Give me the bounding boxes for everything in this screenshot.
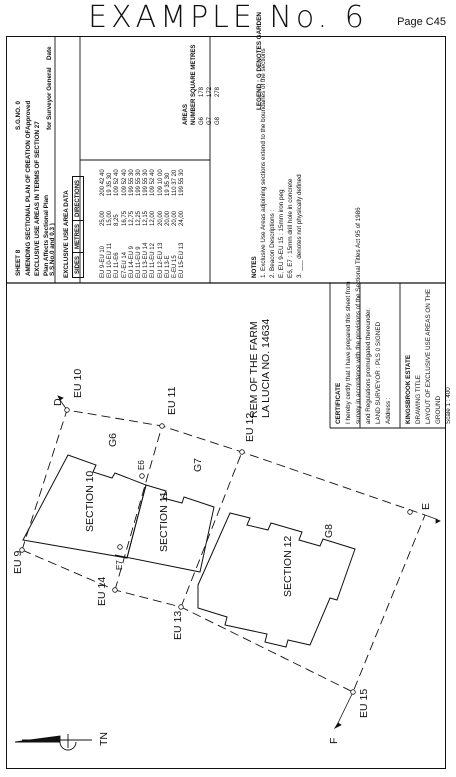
table-row: EU 11-E68,25109 52 40 (114, 169, 121, 278)
table-row: G8278 (215, 86, 221, 125)
table-row: EU 13-E20,0019 35 30 (164, 172, 171, 278)
point-label: F (328, 737, 340, 744)
table-row: EU 9-EU 1025,00200 42 40 (100, 169, 106, 278)
garden-label: G6 (107, 432, 119, 447)
eua-table: SIDES METRES DIRECTIONS (72, 176, 84, 278)
beacon-label: EU 9 (12, 550, 24, 574)
point-label: E (420, 502, 432, 510)
note-line: 1. Exclusive Use Areas adjoining section… (260, 48, 267, 278)
table-row: E-EU 1520,00110 37 20 (172, 169, 179, 278)
table-row: E7-EU 1416,75109 52 40 (121, 169, 128, 278)
table-row: EU 12-EU 1320,00109 10 00 (157, 169, 164, 278)
beacon-label: EU 15 (358, 688, 370, 718)
address-line: Address : (385, 397, 392, 424)
sg-number: S.G.NO. 0 (15, 100, 22, 130)
for-surveyor-general: for Surveyor General (46, 67, 53, 130)
farm-name-line1: REM OF THE FARM (248, 321, 260, 418)
certificate-line: survey in accordance with the provisions… (355, 207, 362, 424)
surveyor-line: LAND SURVEYOR : PLS 0 SIGNED (375, 321, 382, 424)
drawing-title-line: LAYOUT OF EXCLUSIVE USE AREAS ON THE (425, 288, 432, 424)
garden-label: G7 (192, 457, 204, 472)
table-row: EU 11-EU 912,25199 55 30 (136, 169, 143, 278)
table-row: G7172 (207, 86, 213, 125)
beacon-label: EU 10 (72, 368, 84, 398)
beacon-label: E7 (115, 560, 124, 570)
eua-rows: EU 9-EU 1025,00200 42 40 EU 10-EU 1115,0… (100, 169, 186, 278)
date-label: Date (46, 46, 53, 60)
notes-block: NOTES 1. Exclusive Use Areas adjoining s… (250, 48, 304, 278)
certificate-line: and Regulations promulgated thereunder. (365, 308, 372, 424)
point-label: D (52, 398, 64, 406)
table-row: EU 13-EU 1412,15199 55 30 (143, 169, 150, 278)
section-label: SECTION 10 (84, 470, 96, 532)
note-line: E, EU 9-EU 15 : 15mm iron peg (278, 189, 285, 278)
page-number: Page C45 (397, 16, 446, 28)
table-row: EU 10-EU 1115,0019 35 30 (107, 172, 114, 278)
beacon-label: EU 14 (96, 576, 108, 606)
estate-name: KINGSBROOK ESTATE (405, 354, 412, 424)
eua-table-title: EXCLUSIVE USE AREA DATA (63, 190, 70, 278)
certificate-line: I hereby certify that I have prepared th… (345, 281, 352, 424)
beacon-label: EU 13 (172, 610, 184, 640)
table-row: EU 11-EU 1212,00109 52 40 (150, 169, 157, 278)
notes-title: NOTES (251, 256, 258, 278)
plan-ref: S.S.No.0 and 0.3 ) (49, 223, 56, 276)
note-line: E6, E7 : 15mm drill hole in concrete (287, 178, 294, 278)
table-row: EU 14-EU 912,75199 55 30 (128, 169, 135, 278)
approved-label: Approved (25, 100, 32, 130)
beacon-label: E6 (137, 460, 146, 470)
beacon-label: EU 12 (244, 412, 256, 442)
eua-header-row: SIDES METRES DIRECTIONS (72, 176, 84, 278)
eua-header: SIDES (72, 252, 84, 278)
note-line: 2. Beacon Descriptions : (269, 209, 276, 278)
table-row: G6178 (199, 86, 205, 125)
note-line: 3. ___ denotes not physically defined (296, 174, 303, 278)
eua-header: DIRECTIONS (72, 176, 84, 221)
garden-label: G8 (323, 523, 335, 538)
areas-table: AREAS NUMBERSQUARE METRES G6178 G7172 G8… (182, 45, 222, 125)
drawing-title-block: KINGSBROOK ESTATE DRAWING TITLE LAYOUT O… (404, 289, 454, 424)
farm-name-line2: LA LUCIA NO. 14634 (260, 318, 272, 418)
sheet-border (6, 36, 446, 769)
section-label: SECTION 12 (282, 535, 294, 597)
page-title: EXAMPLE No. 6 (88, 0, 368, 35)
eua-table-wrap: EXCLUSIVE USE AREA DATA SIDES METRES DIR… (62, 176, 84, 278)
sheet-label: SHEET 8 (15, 249, 22, 276)
drawing-title-label: DRAWING TITLE (415, 375, 422, 424)
eua-body: EU 9-EU 1025,00200 42 40 EU 10-EU 1115,0… (100, 169, 186, 278)
north-label: TN (98, 732, 110, 746)
eua-header: METRES (72, 220, 84, 253)
areas-header-row: NUMBERSQUARE METRES (191, 44, 197, 125)
drawing-title-line: GROUND (435, 396, 442, 424)
areas-title: AREAS (183, 103, 189, 125)
beacon-label: EU 11 (166, 386, 178, 415)
scale-label: Scale 1 : 400 (445, 387, 452, 424)
section-label: SECTION 11 (158, 491, 170, 553)
certificate-title: CERTIFICATE (335, 382, 342, 424)
table-row: EU 15-EU 1324,00199 55 30 (179, 169, 186, 278)
certificate-block: CERTIFICATE I hereby certify that I have… (334, 207, 394, 424)
